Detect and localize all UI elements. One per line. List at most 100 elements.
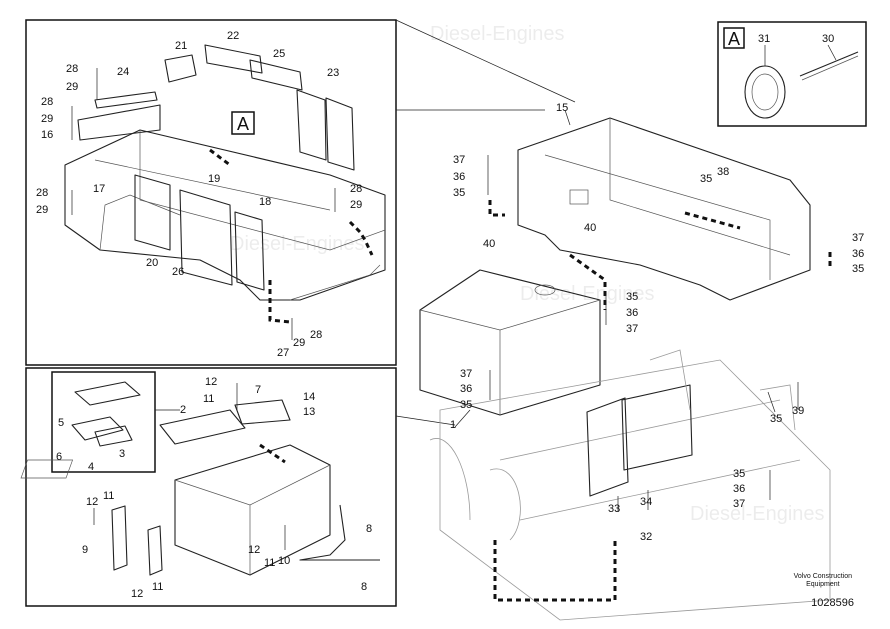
callout-25: 25 — [273, 48, 285, 60]
callout-35: 35 — [770, 413, 782, 425]
document-number: 1028596 — [811, 597, 854, 609]
callout-36: 36 — [852, 248, 864, 260]
callout-37: 37 — [460, 368, 472, 380]
dashed-connection — [569, 253, 607, 310]
callout-22: 22 — [227, 30, 239, 42]
callout-12: 12 — [131, 588, 143, 600]
callout-28: 28 — [41, 96, 53, 108]
callout-1: 1 — [450, 419, 456, 431]
panel-20 — [134, 174, 171, 251]
callout-12: 12 — [86, 496, 98, 508]
panel-26 — [179, 189, 233, 286]
detail-a-parts — [744, 44, 859, 119]
manufacturer-label: Volvo Construction Equipment — [794, 573, 852, 589]
callout-10: 10 — [278, 555, 290, 567]
rear-frame-inner — [94, 159, 331, 211]
upper-frame-window — [569, 189, 589, 205]
callout-35: 35 — [460, 399, 472, 411]
detail-a-marker — [231, 111, 255, 135]
main-assembly — [419, 109, 832, 621]
callout-35: 35 — [852, 263, 864, 275]
callout-12: 12 — [205, 376, 217, 388]
panel-22 — [204, 44, 263, 74]
bolt-30-edge — [801, 55, 859, 81]
callout-5: 5 — [58, 417, 64, 429]
callouts-main-assembly: 15 37 36 35 40 40 35 38 37 36 35 35 36 3… — [450, 102, 864, 543]
detail-frame-lower — [25, 367, 397, 607]
callout-32: 32 — [640, 531, 652, 543]
cab-frame — [419, 269, 601, 416]
callout-11: 11 — [264, 557, 275, 569]
upper-frame-inner — [544, 154, 771, 280]
detail-a-label: A — [728, 29, 740, 49]
lower-chassis-line — [519, 459, 801, 521]
bolt-30 — [799, 51, 859, 77]
dashed-connection — [488, 200, 505, 217]
front-frame-inner — [174, 464, 331, 506]
front-frame-window — [20, 459, 74, 479]
callout-29: 29 — [293, 337, 305, 349]
detail-frame-upper — [25, 19, 397, 366]
leader-30 — [827, 44, 837, 61]
callout-16: 16 — [41, 129, 53, 141]
front-frame-exploded — [20, 381, 380, 576]
plate-2 — [159, 409, 246, 445]
plate-2-small — [74, 381, 141, 406]
callout-13: 13 — [303, 406, 315, 418]
callout-35: 35 — [733, 468, 745, 480]
callout-30: 30 — [822, 33, 834, 45]
callout-35: 35 — [626, 291, 638, 303]
lower-chassis-line — [499, 399, 781, 461]
rear-frame-inner — [99, 194, 181, 251]
panel-23b — [325, 97, 355, 171]
callout-28: 28 — [66, 63, 78, 75]
bottom-rail — [289, 264, 381, 301]
boom-arm — [429, 438, 521, 541]
plate-5 — [71, 416, 124, 441]
callout-35: 35 — [453, 187, 465, 199]
callout-28: 28 — [310, 329, 322, 341]
dashed-connection — [684, 211, 741, 230]
callout-39: 39 — [792, 405, 804, 417]
callout-11: 11 — [152, 581, 163, 593]
upper-frame-15 — [517, 117, 811, 301]
detail-a-frame — [717, 21, 867, 127]
callout-19: 19 — [208, 173, 220, 185]
callout-36: 36 — [453, 171, 465, 183]
manufacturer-line-2: Equipment — [806, 581, 840, 588]
callout-33: 33 — [608, 503, 620, 515]
callout-40: 40 — [483, 238, 495, 250]
callout-24: 24 — [117, 66, 129, 78]
callout-37: 37 — [453, 154, 465, 166]
watermark-text: Diesel-Engines — [230, 233, 365, 255]
callout-29: 29 — [36, 204, 48, 216]
callout-28: 28 — [350, 183, 362, 195]
dashed-connection — [268, 280, 291, 324]
callout-9: 9 — [82, 544, 88, 556]
callout-12: 12 — [248, 544, 260, 556]
watermark-text: Diesel-Engines — [430, 23, 565, 45]
callout-38: 38 — [717, 166, 729, 178]
leader-35 — [767, 391, 776, 413]
rail-8 — [299, 504, 380, 561]
callout-37: 37 — [852, 232, 864, 244]
dashed-connection — [209, 148, 231, 167]
panel-21 — [164, 54, 197, 83]
callout-36: 36 — [733, 483, 745, 495]
callouts-upper-frame: 21 22 25 23 28 24 29 28 29 16 19 28 17 2… — [36, 30, 362, 359]
leader-15 — [564, 109, 571, 126]
callout-15: 15 — [556, 102, 568, 114]
lower-chassis — [439, 359, 831, 621]
boom-bracket — [649, 349, 796, 431]
front-frame-body — [174, 444, 331, 576]
plate-7 — [234, 399, 291, 425]
callout-37: 37 — [733, 498, 745, 510]
callout-6: 6 — [56, 451, 62, 463]
callout-2: 2 — [180, 404, 186, 416]
panel-25 — [249, 59, 303, 91]
callout-29: 29 — [41, 113, 53, 125]
dashed-connection — [493, 540, 617, 602]
plate-3 — [94, 425, 133, 447]
